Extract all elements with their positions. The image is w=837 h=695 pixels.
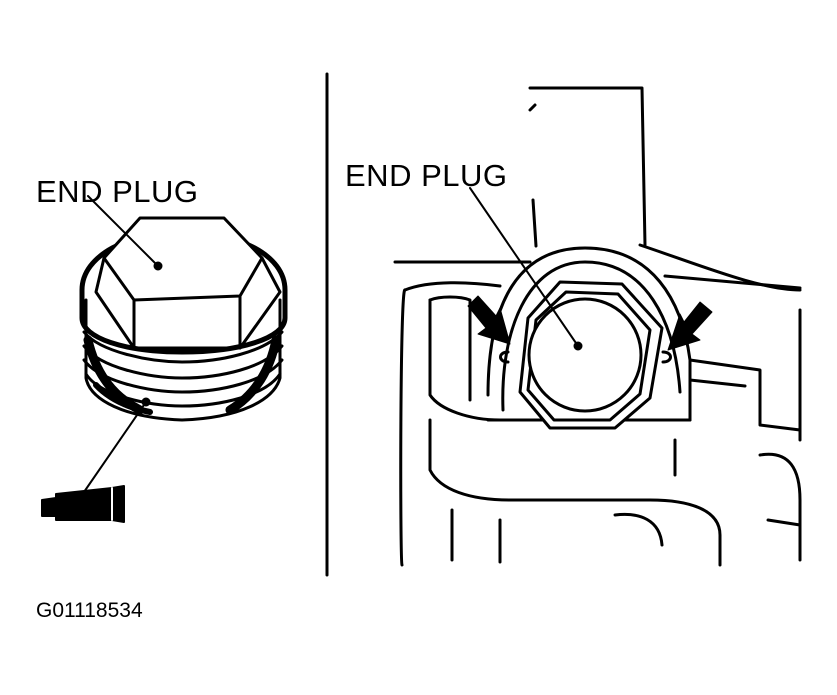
arrow-icon-right	[667, 301, 713, 351]
end-plug-label-right: END PLUG	[345, 158, 508, 193]
arrow-icon-left	[467, 295, 511, 345]
sealant-tube-icon	[41, 485, 125, 523]
end-plug-illustration	[79, 195, 288, 493]
figure-code: G01118534	[36, 599, 143, 622]
end-plug-label-left: END PLUG	[36, 174, 199, 209]
housing-illustration	[393, 86, 802, 567]
